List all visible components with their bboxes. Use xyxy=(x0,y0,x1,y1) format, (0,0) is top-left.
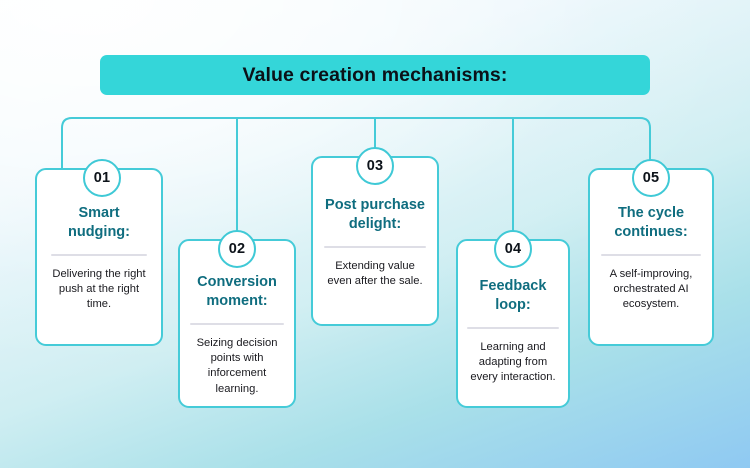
step-number-03: 03 xyxy=(366,158,384,174)
step-body-04: Learning and adapting from every interac… xyxy=(470,340,556,384)
step-title-02: Conversion moment: xyxy=(197,274,277,310)
step-divider-04 xyxy=(467,326,559,329)
step-body-02: Seizing decision points with inforcement… xyxy=(196,336,278,395)
step-title-04: Feedback loop: xyxy=(479,278,547,314)
step-title-05: The cycle continues: xyxy=(614,205,688,241)
step-number-05: 05 xyxy=(642,170,660,186)
step-badge-05[interactable]: 05 xyxy=(632,159,670,197)
step-divider-03 xyxy=(324,245,426,248)
step-body-01: Delivering the right push at the right t… xyxy=(52,267,146,311)
step-body-03: Extending value even after the sale. xyxy=(327,259,423,287)
step-badge-01[interactable]: 01 xyxy=(83,159,121,197)
step-card-01[interactable]: Smart nudging: Delivering the right push… xyxy=(35,168,163,346)
step-title-03: Post purchase delight: xyxy=(325,197,425,233)
step-body-05: A self-improving, orchestrated AI ecosys… xyxy=(609,267,693,311)
step-number-04: 04 xyxy=(504,241,522,257)
step-badge-03[interactable]: 03 xyxy=(356,147,394,185)
step-title-01: Smart nudging: xyxy=(67,205,130,241)
step-number-02: 02 xyxy=(228,241,246,257)
step-badge-02[interactable]: 02 xyxy=(218,230,256,268)
spine-path xyxy=(61,117,651,179)
step-divider-05 xyxy=(601,253,701,256)
step-badge-04[interactable]: 04 xyxy=(494,230,532,268)
step-divider-02 xyxy=(190,322,284,325)
step-number-01: 01 xyxy=(93,170,111,186)
diagram-title-banner: Value creation mechanisms: xyxy=(100,55,650,95)
step-card-05[interactable]: The cycle continues: A self-improving, o… xyxy=(588,168,714,346)
step-divider-01 xyxy=(51,253,147,256)
step-card-02[interactable]: Conversion moment: Seizing decision poin… xyxy=(178,239,296,408)
page-title: Value creation mechanisms: xyxy=(242,63,508,86)
